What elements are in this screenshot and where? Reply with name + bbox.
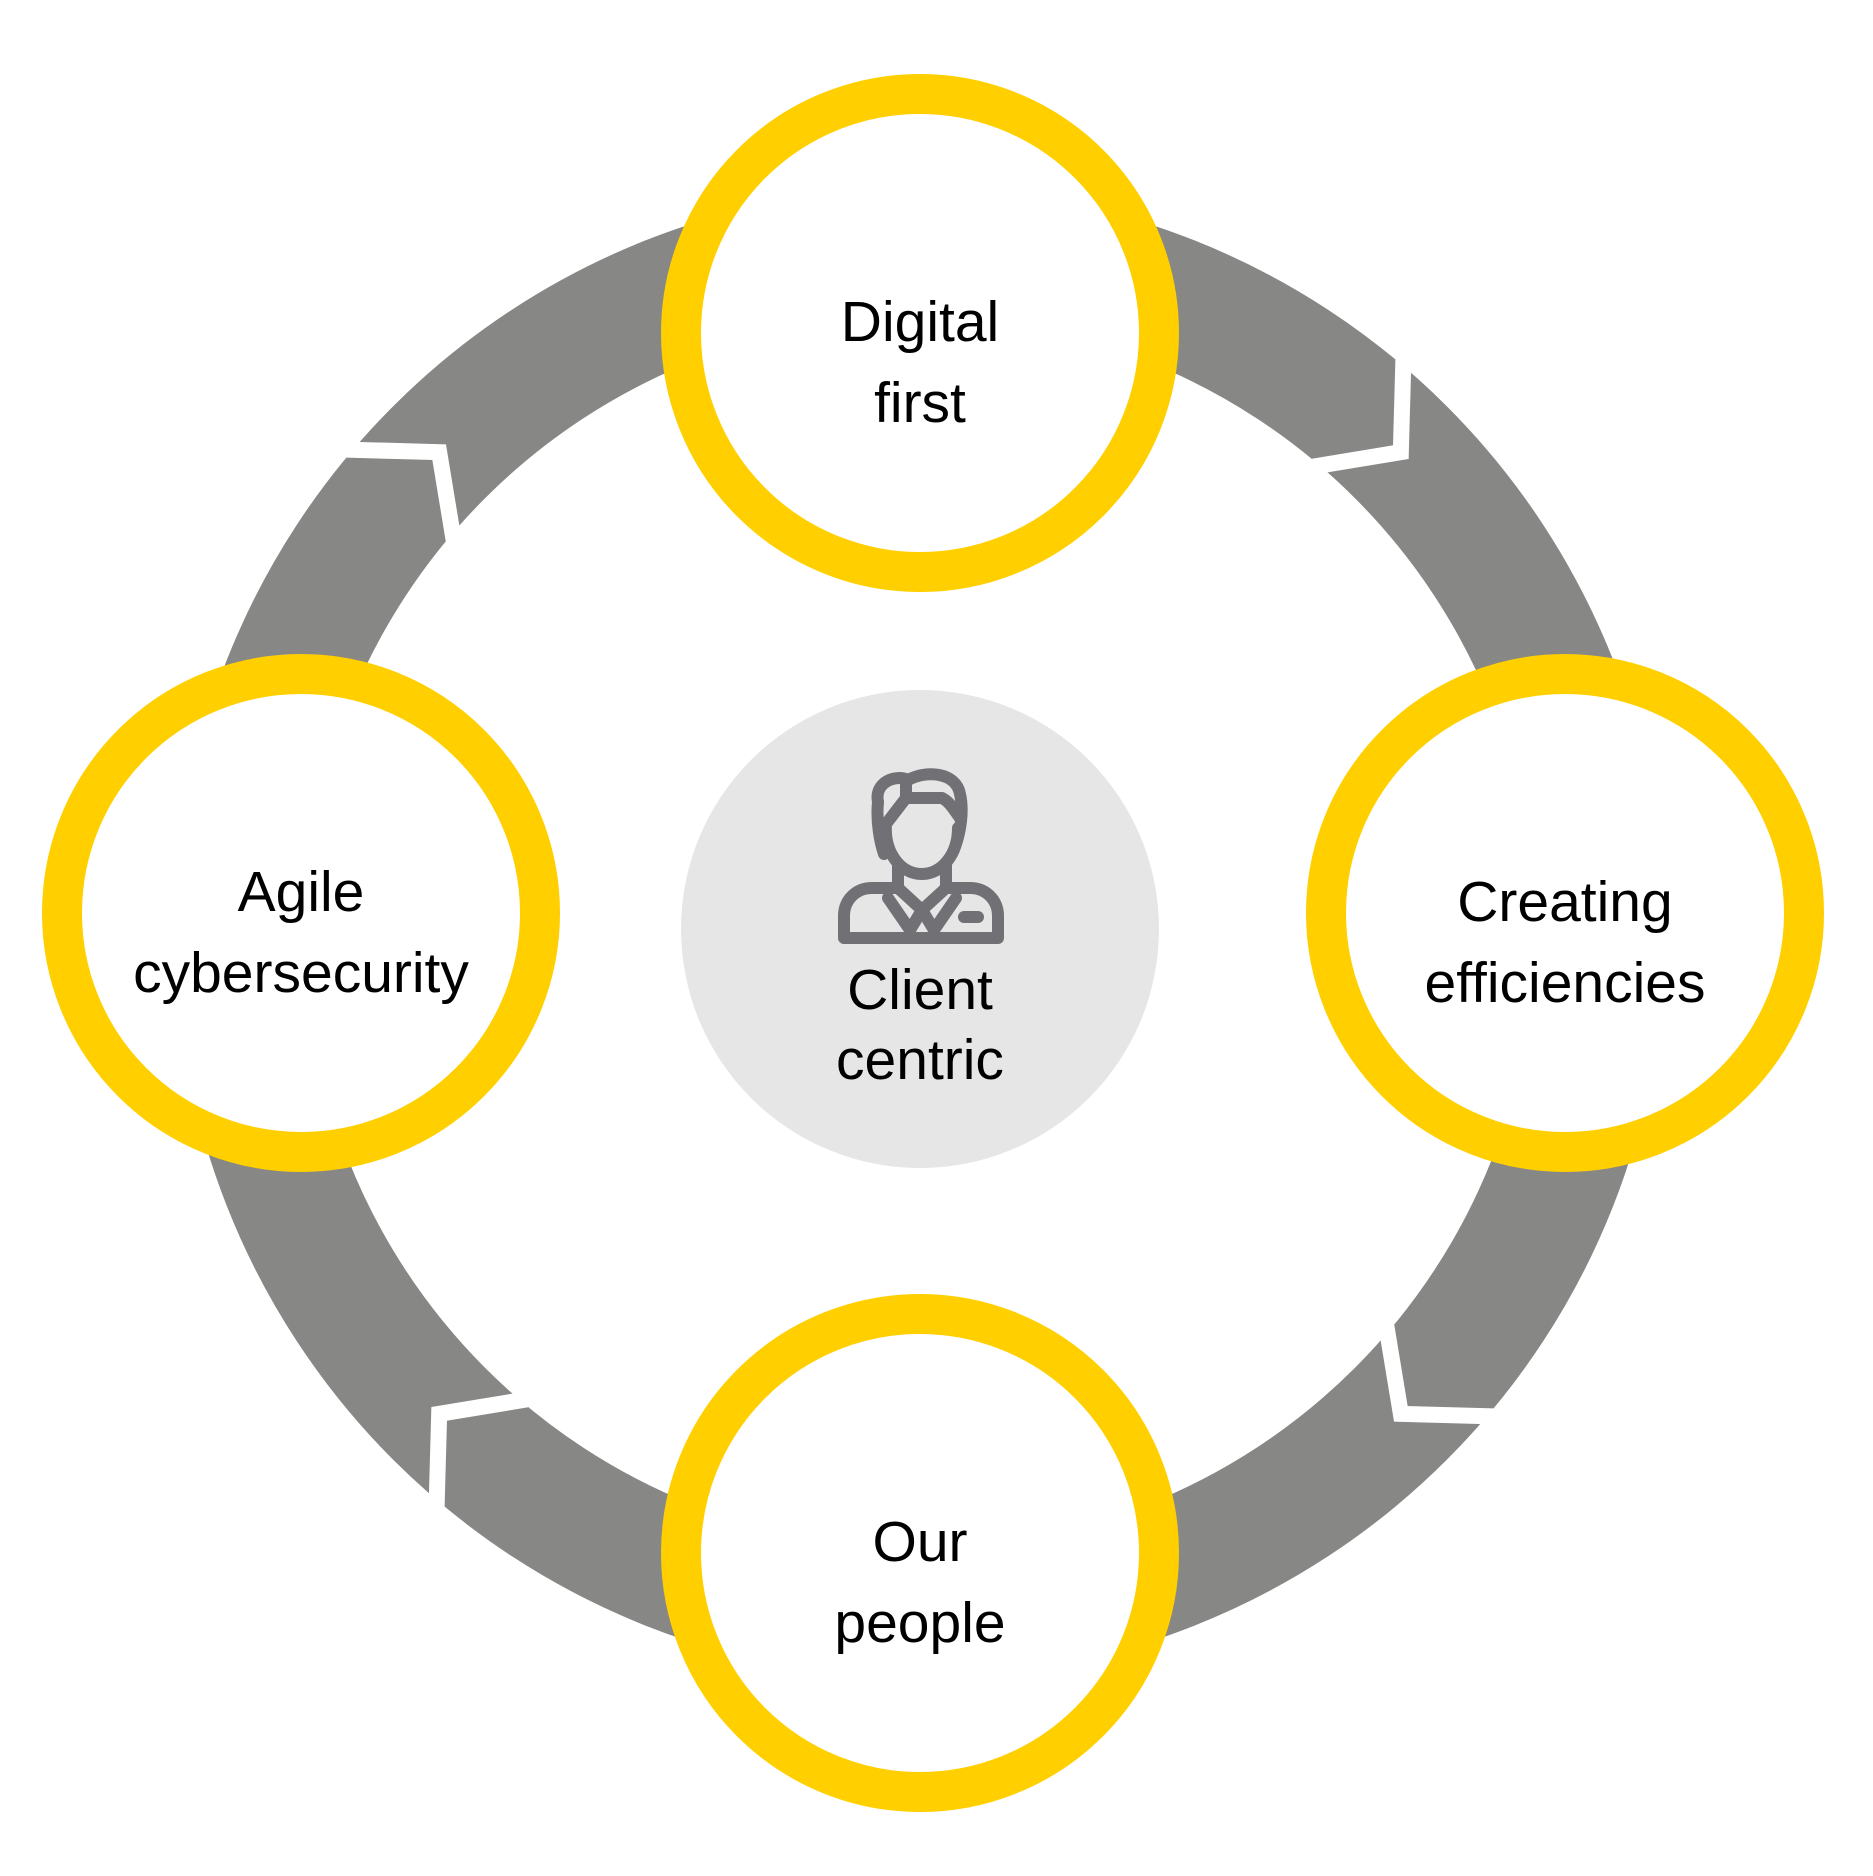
node-label-our-people: Our people bbox=[700, 1502, 1140, 1664]
node-label-line2: first bbox=[874, 371, 966, 435]
node-label-agile-cybersecurity: Agile cybersecurity bbox=[81, 852, 521, 1014]
center-label-line1: Client bbox=[847, 958, 993, 1022]
center-label-line2: centric bbox=[836, 1028, 1004, 1092]
node-label-line1: Creating bbox=[1457, 870, 1673, 934]
center-circle bbox=[681, 690, 1159, 1168]
node-label-line1: Agile bbox=[237, 860, 365, 924]
node-circle-creating-efficiencies bbox=[1306, 654, 1824, 1172]
node-circle-digital-first bbox=[661, 74, 1179, 592]
node-circle-agile-cybersecurity bbox=[42, 654, 560, 1172]
arrow-chevron-gap bbox=[346, 441, 462, 542]
node-label-line2: efficiencies bbox=[1424, 951, 1706, 1015]
node-label-line2: people bbox=[834, 1591, 1006, 1655]
arrow-chevron-gap bbox=[1378, 1324, 1494, 1425]
arrow-chevron-gap bbox=[428, 1391, 529, 1507]
center-label: Client centric bbox=[720, 955, 1120, 1095]
person-icon bbox=[838, 768, 1004, 944]
node-label-line1: Our bbox=[872, 1510, 968, 1574]
node-circle-our-people bbox=[661, 1294, 1179, 1812]
node-label-line2: cybersecurity bbox=[133, 941, 469, 1005]
node-label-line1: Digital bbox=[840, 290, 1000, 354]
node-label-digital-first: Digital first bbox=[700, 282, 1140, 444]
arrow-chevron-gap bbox=[1311, 359, 1412, 475]
node-label-creating-efficiencies: Creating efficiencies bbox=[1345, 862, 1785, 1024]
